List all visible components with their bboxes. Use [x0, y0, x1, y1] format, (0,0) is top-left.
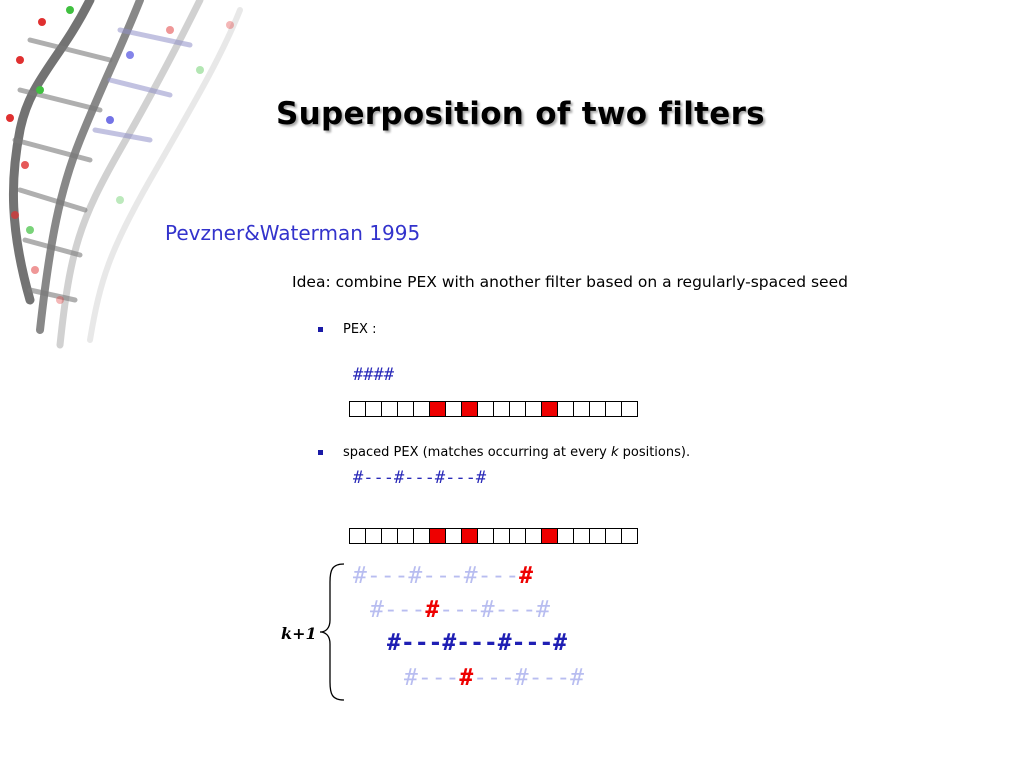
seed-segment: # — [459, 665, 474, 691]
match-cell — [606, 528, 622, 544]
match-cell — [526, 401, 542, 417]
idea-text: Idea: combine PEX with another filter ba… — [292, 273, 848, 291]
seed-segment: ---#---# — [439, 597, 551, 623]
bullet-pex-label: PEX : — [343, 322, 377, 337]
k-plus-1-label: k+1 — [281, 624, 317, 643]
dna-molecule-image — [6, 0, 243, 349]
spaced-match-strip — [349, 528, 638, 544]
seed-segment: #---#---#---# — [387, 630, 568, 656]
shifted-seed-1: #---#---#---# — [353, 563, 533, 589]
match-cell — [606, 401, 622, 417]
match-cell — [494, 401, 510, 417]
match-cell — [622, 528, 638, 544]
bullet-square-icon — [318, 327, 323, 332]
match-cell — [558, 401, 574, 417]
bullet-square-icon — [318, 450, 323, 455]
match-cell — [510, 401, 526, 417]
seed-segment: #--- — [404, 665, 460, 691]
curly-brace — [319, 563, 345, 701]
slide-title: Superposition of two filters — [276, 96, 765, 132]
seed-segment: #--- — [370, 597, 426, 623]
seed-segment: #---#---#--- — [353, 563, 520, 589]
match-cell — [590, 528, 606, 544]
match-cell — [558, 528, 574, 544]
match-cell — [446, 528, 462, 544]
bullet-spaced-pex-label: spaced PEX (matches occurring at every k… — [343, 445, 690, 460]
match-cell — [446, 401, 462, 417]
match-cell-hit — [430, 528, 446, 544]
seed-segment: # — [519, 563, 534, 589]
match-cell — [366, 401, 382, 417]
match-cell-hit — [542, 528, 558, 544]
match-cell-hit — [430, 401, 446, 417]
match-cell — [478, 528, 494, 544]
pex-seed: #### — [353, 365, 394, 385]
match-cell — [494, 528, 510, 544]
match-cell — [574, 401, 590, 417]
match-cell — [526, 528, 542, 544]
match-cell-hit — [462, 528, 478, 544]
shifted-seed-2: #---#---#---# — [370, 597, 550, 623]
spaced-text-k: k — [610, 445, 619, 460]
match-cell-hit — [542, 401, 558, 417]
spaced-text-start: spaced PEX (matches occurring at every — [343, 445, 611, 460]
match-cell — [590, 401, 606, 417]
match-cell — [350, 401, 366, 417]
match-cell — [414, 401, 430, 417]
match-cell — [398, 401, 414, 417]
spaced-seed: #---#---#---# — [353, 468, 487, 488]
match-cell — [382, 528, 398, 544]
seed-segment: ---#---# — [473, 665, 585, 691]
match-cell — [382, 401, 398, 417]
match-cell — [398, 528, 414, 544]
spaced-text-end: positions). — [618, 445, 691, 460]
match-cell — [478, 401, 494, 417]
match-cell-hit — [462, 401, 478, 417]
match-cell — [622, 401, 638, 417]
match-cell — [510, 528, 526, 544]
pex-match-strip — [349, 401, 638, 417]
match-cell — [366, 528, 382, 544]
match-cell — [574, 528, 590, 544]
subtitle-citation: Pevzner&Waterman 1995 — [165, 221, 421, 245]
match-cell — [350, 528, 366, 544]
match-cell — [414, 528, 430, 544]
shifted-seed-4: #---#---#---# — [404, 665, 584, 691]
seed-segment: # — [425, 597, 440, 623]
shifted-seed-3: #---#---#---# — [387, 630, 567, 656]
